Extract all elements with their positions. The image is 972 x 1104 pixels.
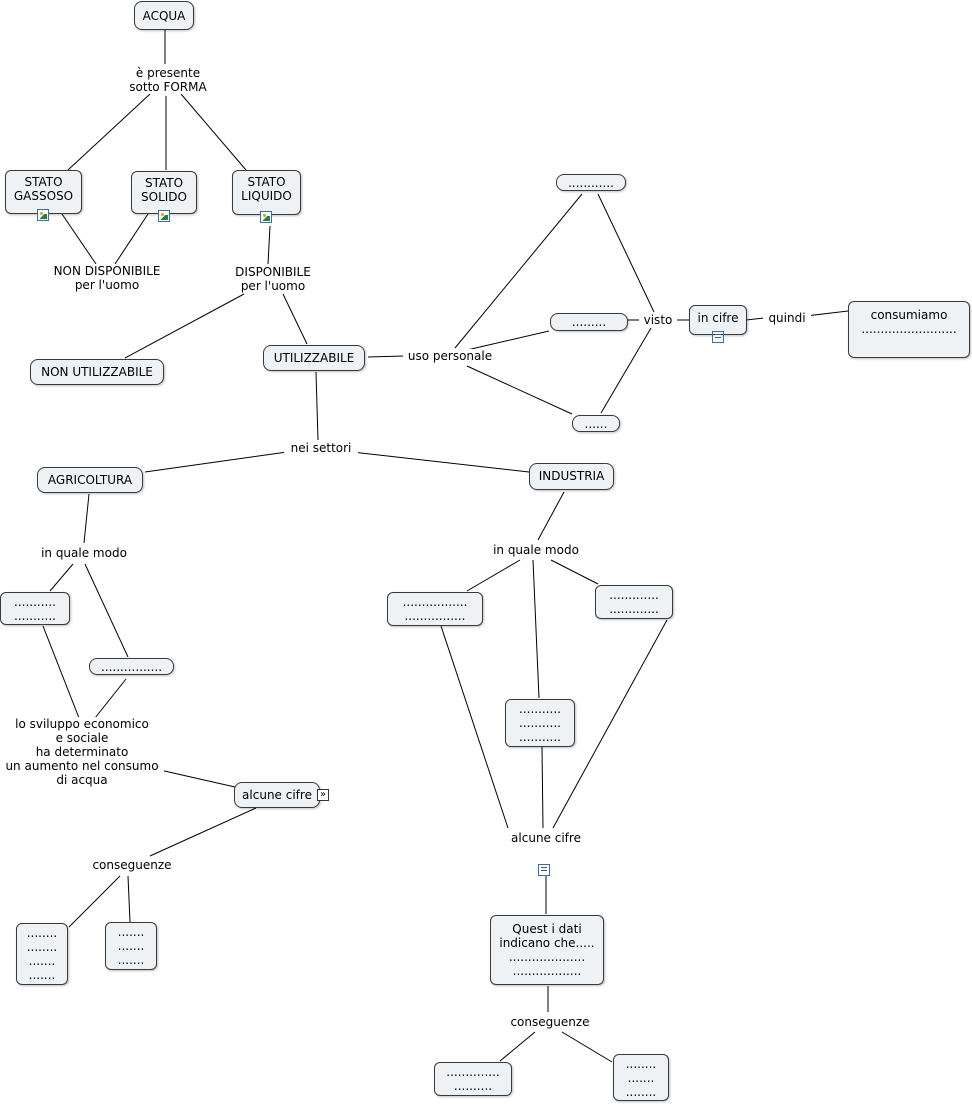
node-stato-solido-label: STATO SOLIDO [141,176,187,204]
node-acqua[interactable]: ACQUA [134,1,194,30]
link-label-visto: visto [639,313,677,327]
link-label-non-disponibile: NON DISPONIBILE per l'uomo [40,264,174,292]
node-stato-liquido-label: STATO LIQUIDO [241,175,292,203]
document-icon[interactable] [712,331,724,343]
link-label-uso-personale: uso personale [403,349,497,363]
node-top-dots[interactable]: ............ [556,174,626,191]
node-agri-dots-1[interactable]: ........... ........... [0,592,70,625]
link-label-disponibile: DISPONIBILE per l'uomo [222,265,324,293]
link-label-agri-in-quale-modo: in quale modo [34,546,134,560]
node-ind-dots-3[interactable]: ........... ........... ........... [505,699,575,747]
nested-map-arrow-icon[interactable]: » [317,789,329,801]
image-icon[interactable] [37,209,49,221]
node-agri-conseguenze-1[interactable]: ........ ........ ....... ....... [16,923,68,985]
document-icon[interactable] [538,864,550,876]
node-in-cifre-label: in cifre [697,311,739,325]
link-label-nei-settori: nei settori [284,441,358,455]
node-consumiamo[interactable]: consumiamo ......................... [848,301,970,358]
node-ind-conseguenze-2[interactable]: ........ ....... ........ [613,1054,669,1101]
link-label-ind-conseguenze: conseguenze [504,1015,596,1029]
node-low-dots[interactable]: ...... [572,415,620,432]
node-stato-liquido[interactable]: STATO LIQUIDO [232,170,301,215]
node-mid-dots[interactable]: ......... [550,313,628,331]
node-ind-dots-1[interactable]: ................. ................ [387,592,483,626]
link-label-ind-alcune-cifre: alcune cifre [504,831,588,845]
node-agricoltura[interactable]: AGRICOLTURA [37,467,143,493]
node-stato-gassoso-label: STATO GASSOSO [13,175,74,203]
image-icon[interactable] [158,210,170,222]
link-label-quindi: quindi [763,311,811,325]
node-quest-i-dati[interactable]: Quest i dati indicano che..... .........… [490,915,604,985]
node-industria[interactable]: INDUSTRIA [529,463,614,490]
link-label-ind-in-quale-modo: in quale modo [486,543,586,557]
node-agri-dots-2[interactable]: ................ [89,658,174,675]
node-alcune-cifre-agri[interactable]: alcune cifre [234,782,320,808]
node-non-utilizzabile[interactable]: NON UTILIZZABILE [30,359,164,385]
node-utilizzabile[interactable]: UTILIZZABILE [263,345,365,371]
node-agri-conseguenze-2[interactable]: ....... ....... ....... [105,922,157,970]
link-label-e-presente: è presente sotto FORMA [120,66,216,94]
image-icon[interactable] [260,211,272,223]
link-label-sviluppo: lo sviluppo economico e sociale ha deter… [0,717,164,787]
node-ind-conseguenze-1[interactable]: .............. .......... [434,1062,512,1096]
node-stato-gassoso[interactable]: STATO GASSOSO [5,170,82,214]
link-label-agri-conseguenze: conseguenze [86,858,178,872]
node-ind-dots-2[interactable]: ............. ............. [595,585,673,619]
node-stato-solido[interactable]: STATO SOLIDO [131,171,197,214]
